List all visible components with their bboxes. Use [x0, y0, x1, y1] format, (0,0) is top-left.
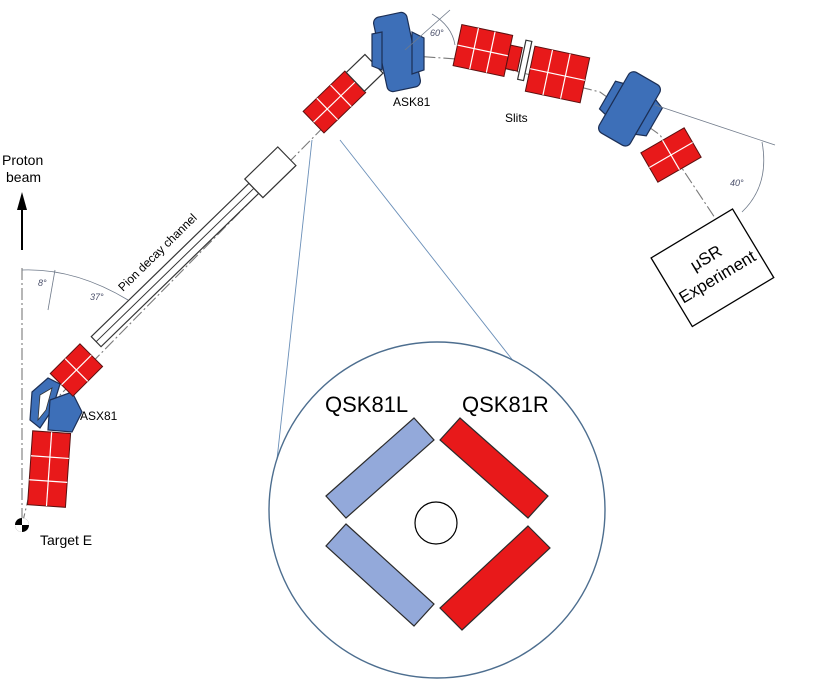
angle-arc-60 [404, 9, 456, 51]
angle-60-label: 60° [430, 28, 444, 38]
quadrupole-group-upper [452, 23, 591, 104]
slits-label: Slits [505, 111, 528, 125]
ask81-label: ASK81 [393, 95, 431, 109]
second-dipole [598, 71, 663, 147]
proton-beam-arrow [17, 192, 27, 250]
proton-beam-label-line1: Proton [2, 152, 43, 168]
target-e-marker [15, 518, 29, 532]
angle-37-label: 37° [90, 292, 104, 302]
lower-quadrupole-stack [26, 430, 72, 508]
qsk81r-pole-lower [439, 525, 551, 631]
qsk81l-label: QSK81L [325, 392, 408, 417]
final-quadrupole [640, 127, 702, 183]
asx81-label: ASX81 [80, 409, 118, 423]
ask81-dipole [371, 11, 425, 93]
qsk81r-pole-upper [439, 417, 549, 519]
angle-40-label: 40° [730, 178, 744, 188]
pion-entry-quadrupole [49, 343, 104, 397]
proton-beam-label-line2: beam [6, 169, 41, 185]
target-label: Target E [40, 532, 92, 548]
qsk81r-label: QSK81R [462, 392, 549, 417]
beam-aperture [414, 501, 458, 545]
angle-arc-left [21, 269, 129, 311]
qsk81l-pole-lower [325, 523, 435, 627]
pion-decay-channel [90, 146, 297, 348]
musr-experiment-box: μSR Experiment [650, 208, 775, 328]
angle-arc-40 [654, 104, 776, 213]
angle-8-label: 8° [38, 278, 47, 288]
zoom-leader-lines [271, 139, 541, 506]
qsk81l-pole-upper [325, 417, 435, 519]
asx81-dipole [29, 377, 83, 433]
